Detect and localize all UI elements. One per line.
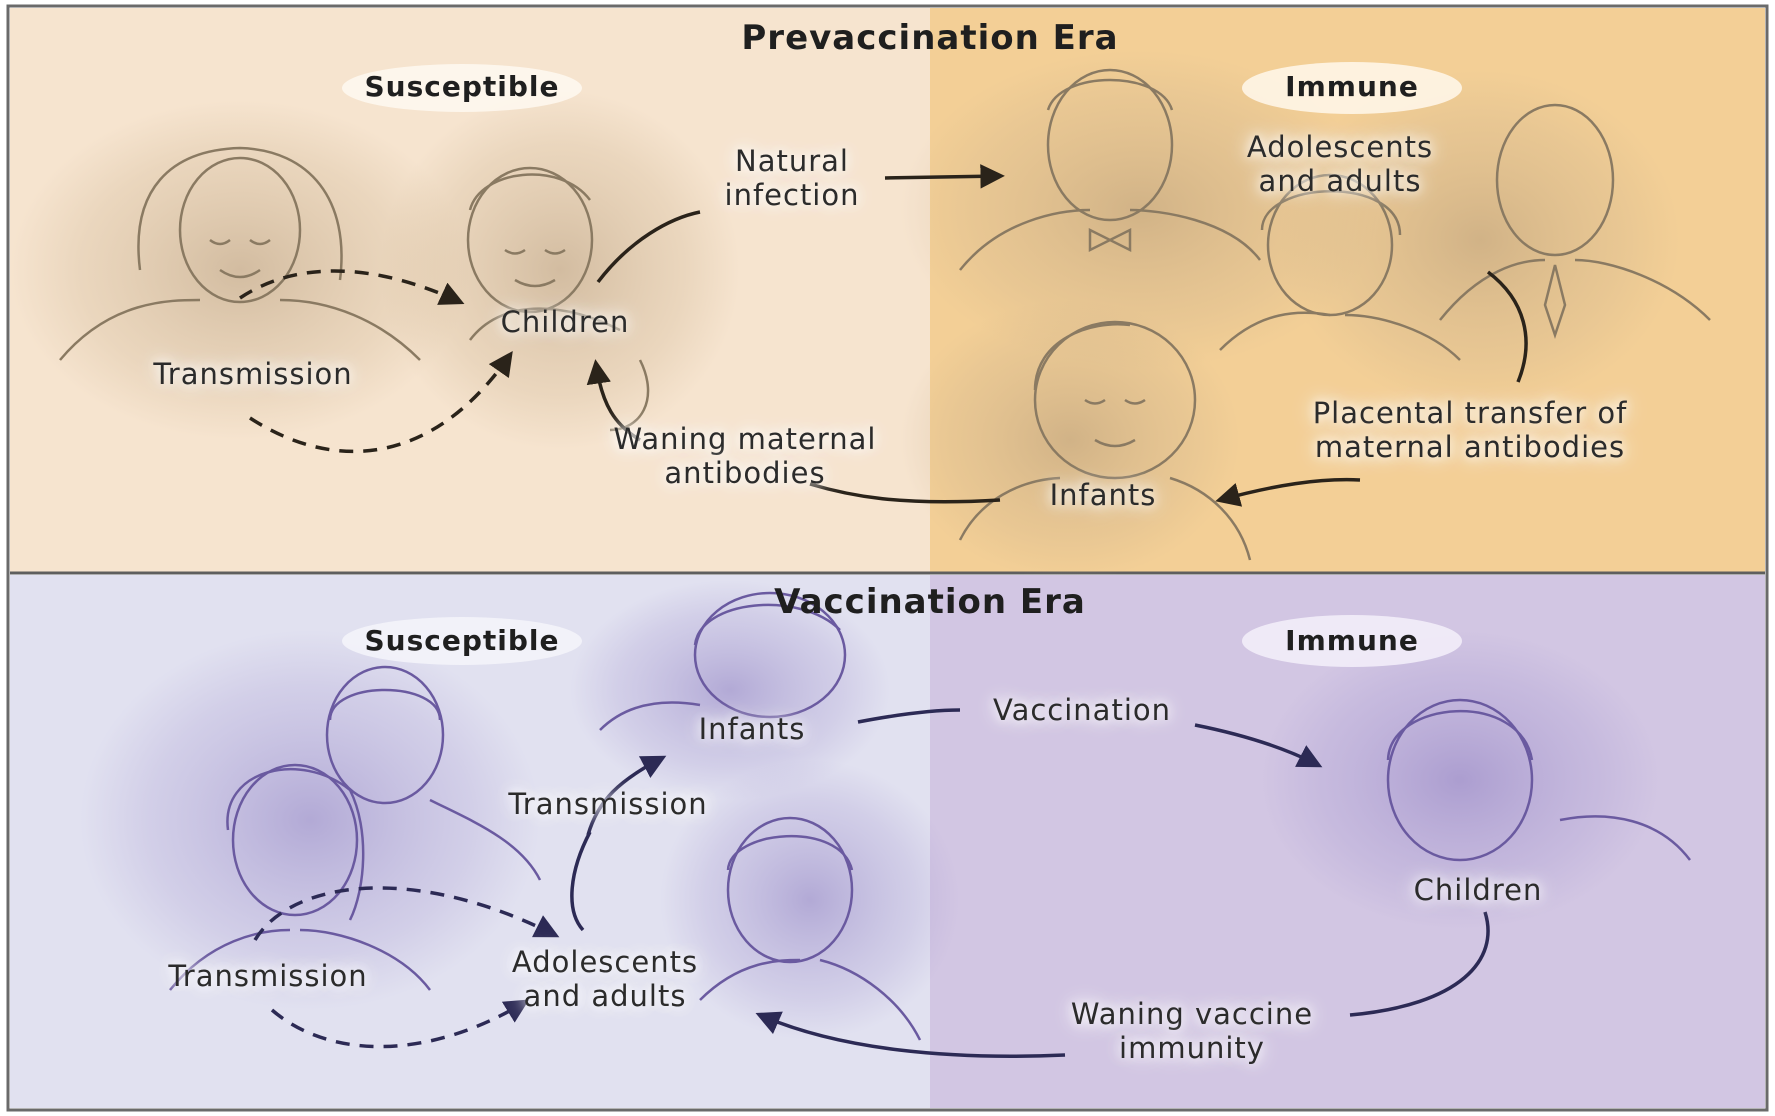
vaccination-title: Vaccination Era bbox=[774, 582, 1086, 622]
infants-label: Infants bbox=[699, 712, 806, 746]
transmission-lower-label: Transmission bbox=[168, 959, 367, 993]
prevaccination-immune-heading: Immune bbox=[1285, 70, 1419, 103]
vaccination-susceptible-heading: Susceptible bbox=[364, 624, 559, 657]
children-label: Children bbox=[1414, 873, 1543, 907]
vaccination-label: Vaccination bbox=[993, 693, 1171, 727]
natural-infection-label: Natural infection bbox=[725, 144, 860, 212]
waning-maternal-antibodies-label: Waning maternal antibodies bbox=[614, 422, 877, 490]
prevaccination-title: Prevaccination Era bbox=[741, 18, 1118, 58]
natural-infection-arrow bbox=[885, 176, 1000, 178]
vaccination-immune-heading: Immune bbox=[1285, 624, 1419, 657]
waning-vaccine-immunity-label: Waning vaccine immunity bbox=[1071, 997, 1313, 1065]
transmission-label: Transmission bbox=[153, 357, 352, 391]
children-label: Children bbox=[501, 305, 630, 339]
adolescents-adults-label: Adolescents and adults bbox=[512, 945, 698, 1013]
infants-label: Infants bbox=[1050, 478, 1157, 512]
transmission-upper-label: Transmission bbox=[508, 787, 707, 821]
placental-transfer-label: Placental transfer of maternal antibodie… bbox=[1313, 396, 1628, 464]
adolescents-adults-label: Adolescents and adults bbox=[1247, 130, 1433, 198]
prevaccination-susceptible-heading: Susceptible bbox=[364, 70, 559, 103]
